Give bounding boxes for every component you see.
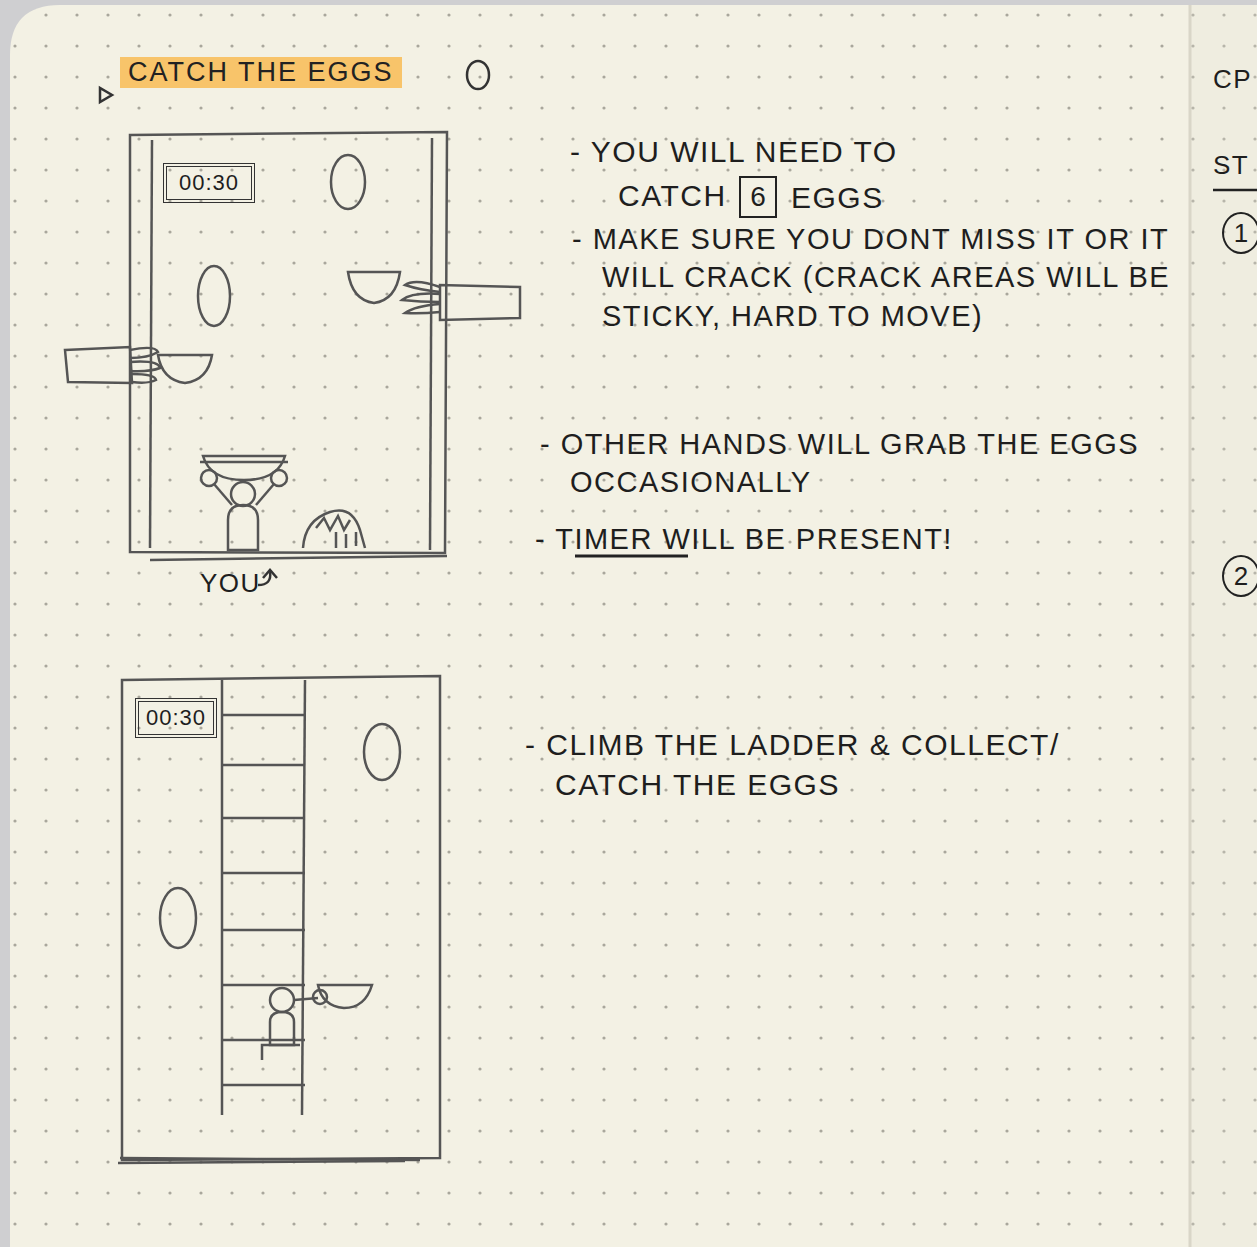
player-figure [200, 461, 288, 464]
node-text: 2 [1230, 561, 1252, 592]
grabbing-hand-left [132, 374, 156, 383]
screen-frame-two [120, 1158, 420, 1160]
ladder [222, 715, 305, 1085]
page-title: CATCH THE EGGS [120, 57, 402, 88]
cracked-egg [336, 532, 356, 548]
player-figure [256, 484, 274, 505]
ladder [221, 680, 224, 1115]
notebook-page [10, 5, 1190, 1247]
screen-frame-one [150, 140, 152, 548]
timer-box: 00:30 [135, 698, 217, 738]
note-text: - TIMER WILL BE PRESENT! [535, 520, 953, 558]
egg-shapes [198, 266, 230, 326]
you-pointer-arrow [263, 570, 277, 578]
node-text: 1 [1230, 218, 1252, 249]
title-marks [100, 88, 112, 102]
notebook-page [10, 5, 1190, 1247]
grabbing-hand-left [130, 362, 160, 372]
grabbing-hand-left [65, 347, 132, 383]
egg-count-box: 6 [739, 176, 777, 218]
grabbing-hand-right [348, 272, 400, 303]
climbing-figure [270, 1012, 294, 1045]
screen-frame-one [130, 132, 447, 553]
egg-shapes [364, 724, 400, 780]
ladder [302, 680, 305, 1115]
notebook-page [1190, 5, 1257, 1247]
grabbing-hand-right [402, 294, 440, 302]
page-edge-text: CP [1213, 62, 1252, 96]
climbing-figure [270, 988, 294, 1012]
cracked-egg [303, 510, 365, 548]
note-text: CATCH [618, 176, 727, 216]
grabbing-hand-left [130, 348, 158, 358]
climbing-figure [313, 990, 327, 1004]
player-figure [214, 484, 232, 505]
grabbing-hand-right [440, 285, 520, 320]
node-text: 00:30 [175, 170, 243, 196]
timer-box: 00:30 [163, 163, 255, 203]
grabbing-hand-right [348, 272, 520, 320]
screen-frame-two [122, 676, 440, 1160]
player-figure [231, 482, 255, 506]
cracked-egg [316, 516, 350, 530]
note-text: - MAKE SURE YOU DONT MISS IT OR IT WILL … [572, 220, 1192, 335]
note-text: - OTHER HANDS WILL GRAB THE EGGS OCCASIO… [540, 425, 1140, 502]
note-text: EGGS [791, 178, 884, 218]
st-underline [1213, 189, 1257, 192]
grabbing-hand-left [158, 355, 212, 383]
egg-shapes [331, 155, 365, 209]
screen-frame-one [150, 556, 447, 560]
step-circle: 1 [1222, 212, 1257, 254]
player-figure [200, 456, 288, 550]
screen-frame-one [130, 132, 447, 560]
node-text: 6 [746, 181, 770, 213]
egg-shapes [160, 155, 400, 948]
notebook-page [1190, 5, 1257, 1247]
grabbing-hand-right [405, 304, 440, 313]
screen-frame-two [118, 676, 440, 1163]
ladder [222, 680, 305, 1115]
note-text: - CLIMB THE LADDER & COLLECT/ CATCH THE … [525, 725, 1175, 804]
player-label: YOU [200, 566, 261, 600]
screen-frame-one [430, 138, 432, 550]
you-pointer-arrow [258, 570, 277, 585]
node-text: 00:30 [142, 705, 210, 731]
egg-shapes [160, 888, 196, 948]
grabbing-hand-right [405, 282, 440, 292]
player-figure [203, 456, 285, 480]
title-marks [467, 61, 489, 89]
player-figure [228, 505, 258, 550]
screen-frame-two [118, 1161, 405, 1163]
climbing-figure [262, 985, 372, 1060]
notebook-page [10, 5, 1257, 1247]
st-underline [1213, 189, 1257, 192]
step-circle: 2 [1222, 555, 1257, 597]
page-edge-text: ST [1213, 148, 1249, 182]
cracked-egg [303, 510, 365, 548]
climbing-figure [262, 1045, 300, 1060]
grabbing-hand-left [65, 347, 212, 383]
note-text: - YOU WILL NEED TO [570, 132, 898, 172]
